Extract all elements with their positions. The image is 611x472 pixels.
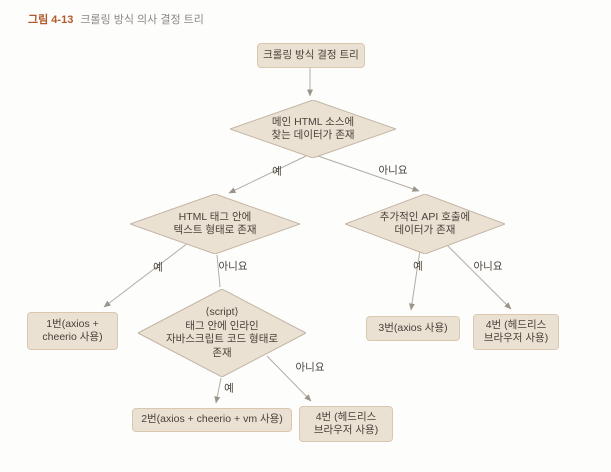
edge-d3-no: [266, 355, 312, 402]
edge-d2l-yes: [103, 242, 189, 308]
edge-label-no-d2r: 아니요: [473, 260, 503, 273]
edge-d2r-yes: [408, 249, 421, 311]
diamond-shape: [138, 289, 306, 377]
diamond-shape: [345, 194, 505, 254]
edge-d1-no: [317, 155, 420, 192]
start-node: 크롤링 방식 결정 트리: [257, 43, 365, 68]
result-1-label: 1번(axios + cheerio 사용): [42, 317, 103, 344]
edge-d2r-no: [446, 244, 512, 310]
result-3-label: 3번(axios 사용): [378, 321, 448, 334]
decision-main-html-source: 메인 HTML 소스에 찾는 데이터가 존재: [230, 100, 396, 158]
decision-html-tag-text-label: HTML 태그 안에 텍스트 형태로 존재: [173, 210, 257, 237]
edge-label-yes-d2l: 예: [153, 261, 163, 274]
edge-d2l-no: [216, 254, 221, 288]
edge-label-no-d1: 아니요: [378, 164, 408, 177]
start-node-label: 크롤링 방식 결정 트리: [263, 48, 359, 61]
diamond-shape: [230, 100, 396, 158]
edge-label-no-d3: 아니요: [295, 361, 325, 374]
decision-html-tag-text: HTML 태그 안에 텍스트 형태로 존재: [130, 194, 300, 254]
decision-inline-script: ⟨script⟩ 태그 안에 인라인 자바스크립트 코드 형태로 존재: [138, 289, 306, 377]
edge-d1-yes: [228, 155, 307, 194]
edge-label-yes-d3: 예: [224, 382, 234, 395]
result-2-label: 2번(axios + cheerio + vm 사용): [141, 413, 283, 426]
decision-additional-api-label: 추가적인 API 호출에 데이터가 존재: [379, 210, 471, 237]
result-4-headless-bottom: 4번 (헤드리스 브라우저 사용): [299, 406, 393, 442]
figure-label: 그림 4-13: [28, 14, 74, 26]
diamond-shape: [130, 194, 300, 254]
result-4-bottom-label: 4번 (헤드리스 브라우저 사용): [313, 410, 379, 437]
decision-main-html-source-label: 메인 HTML 소스에 찾는 데이터가 존재: [271, 115, 355, 142]
result-4-right-label: 4번 (헤드리스 브라우저 사용): [483, 318, 549, 345]
result-1-axios-cheerio: 1번(axios + cheerio 사용): [27, 312, 118, 350]
result-3-axios: 3번(axios 사용): [366, 316, 460, 341]
result-2-axios-cheerio-vm: 2번(axios + cheerio + vm 사용): [132, 408, 292, 432]
figure-caption-text: 크롤링 방식 의사 결정 트리: [80, 14, 204, 26]
result-4-headless-right: 4번 (헤드리스 브라우저 사용): [473, 314, 559, 350]
edge-d3-yes: [214, 377, 222, 404]
figure-caption: 그림 4-13 크롤링 방식 의사 결정 트리: [28, 11, 204, 27]
edge-label-yes-d2r: 예: [413, 260, 423, 273]
edge-label-yes-d1: 예: [272, 165, 282, 178]
decision-additional-api: 추가적인 API 호출에 데이터가 존재: [345, 194, 505, 254]
decision-inline-script-label: ⟨script⟩ 태그 안에 인라인 자바스크립트 코드 형태로 존재: [165, 306, 279, 359]
edge-label-no-d2l: 아니요: [218, 260, 248, 273]
